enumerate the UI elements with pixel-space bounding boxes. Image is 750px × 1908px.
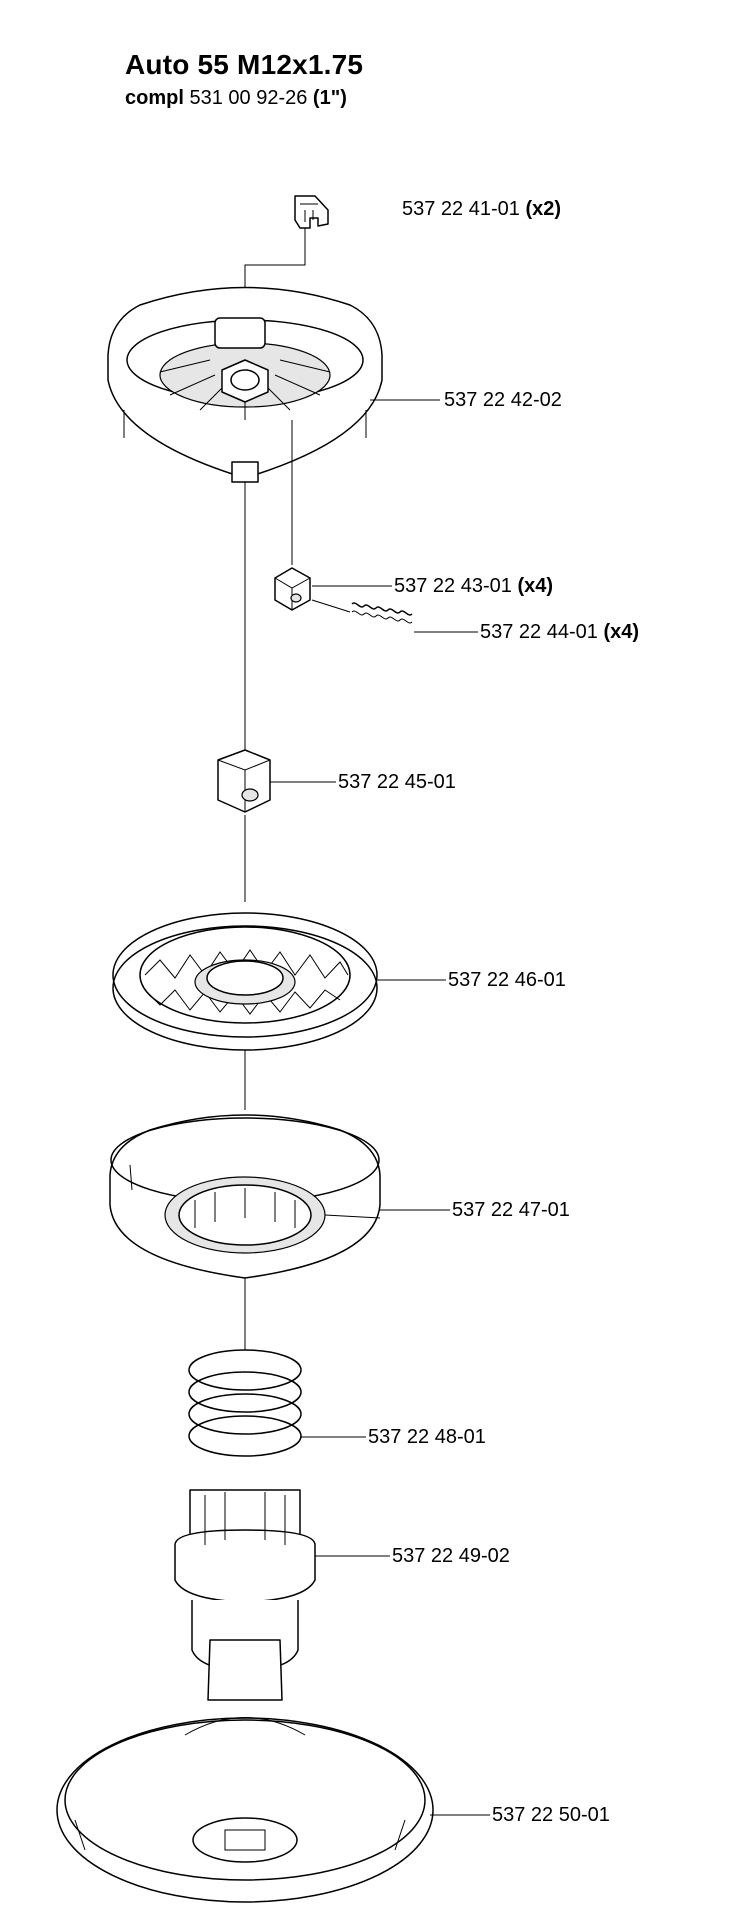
part-spring[interactable] [311, 599, 478, 633]
part-spool-plate[interactable] [112, 912, 446, 1051]
callout-part-6[interactable]: 537 22 46-01 [448, 969, 566, 991]
callout-part-5[interactable]: 537 22 45-01 [338, 771, 456, 793]
part-qty: (x4) [517, 575, 554, 597]
callout-part-10[interactable]: 537 22 50-01 [492, 1804, 610, 1826]
part-number: 537 22 47-01 [452, 1199, 570, 1221]
callout-part-8[interactable]: 537 22 48-01 [368, 1426, 486, 1448]
callout-part-4[interactable]: 537 22 44-01 (x4) [480, 621, 639, 643]
part-number: 537 22 42-02 [444, 389, 562, 411]
part-number: 537 22 48-01 [368, 1426, 486, 1448]
page-title: Auto 55 M12x1.75 [125, 49, 364, 80]
part-qty: (x2) [525, 198, 562, 220]
part-nut[interactable] [217, 749, 336, 813]
callout-part-9[interactable]: 537 22 49-02 [392, 1545, 510, 1567]
callout-part-2[interactable]: 537 22 42-02 [444, 389, 562, 411]
part-number: 537 22 45-01 [338, 771, 456, 793]
part-clip[interactable] [244, 195, 329, 320]
callout-part-3[interactable]: 537 22 43-01 (x4) [394, 575, 553, 597]
part-top-housing[interactable] [107, 286, 440, 483]
part-spool[interactable] [109, 1114, 450, 1279]
part-qty: (x4) [603, 621, 640, 643]
part-number: 537 22 49-02 [392, 1545, 510, 1567]
part-number: 537 22 50-01 [492, 1804, 610, 1826]
part-number: 537 22 44-01 [480, 621, 598, 643]
callout-part-1[interactable]: 537 22 41-01 (x2) [402, 198, 561, 220]
subtitle-prefix: compl [125, 87, 184, 109]
assembly-size: (1") [312, 87, 347, 109]
part-knob-center[interactable] [174, 1489, 390, 1671]
part-number: 537 22 46-01 [448, 969, 566, 991]
part-number: 537 22 41-01 [402, 198, 520, 220]
part-bottom-cover[interactable] [56, 1639, 490, 1903]
part-number: 537 22 43-01 [394, 575, 512, 597]
assembly-subtitle: compl 531 00 92-26 (1") [125, 87, 347, 110]
part-guide-block[interactable] [274, 420, 392, 611]
assembly-number: 531 00 92-26 [189, 87, 308, 109]
part-coil-spring[interactable] [188, 1349, 366, 1457]
callout-part-7[interactable]: 537 22 47-01 [452, 1199, 570, 1221]
